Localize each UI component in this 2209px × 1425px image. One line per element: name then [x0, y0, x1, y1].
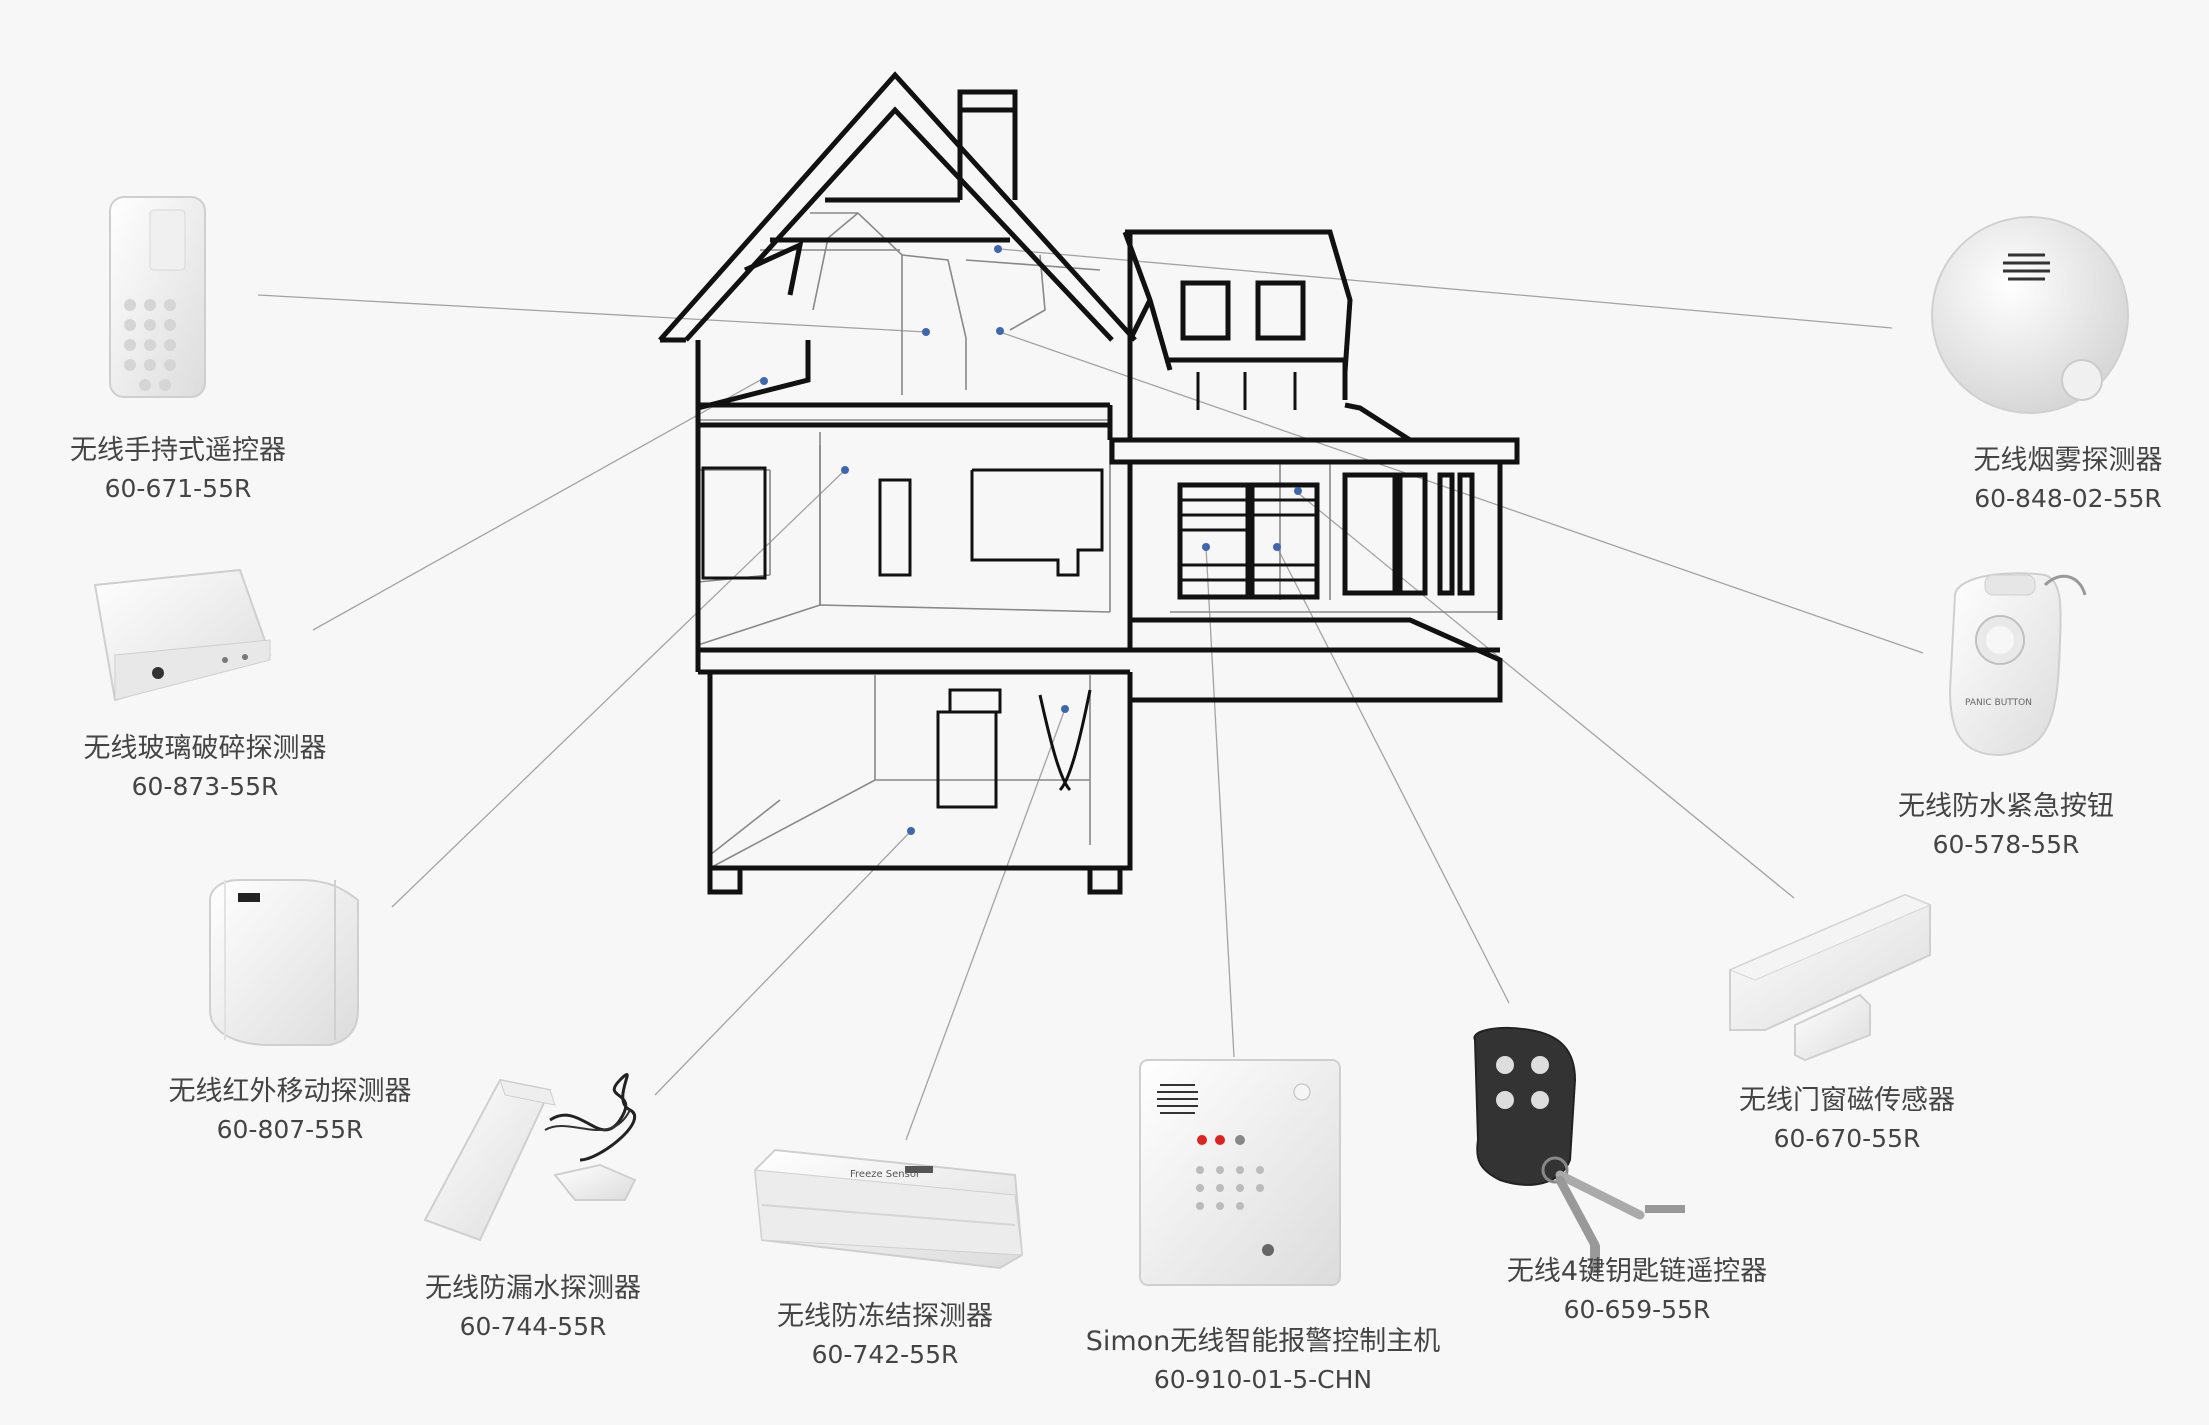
- product-code: 60-873-55R: [131, 772, 279, 801]
- product-label-water: 无线防漏水探测器 60-744-55R: [425, 1270, 641, 1346]
- leader-line-doorwindow: [1297, 492, 1795, 899]
- product-label-keyfob: 无线4键钥匙链遥控器 60-659-55R: [1507, 1253, 1767, 1329]
- product-code: 60-671-55R: [104, 474, 252, 503]
- product-name: 无线红外移动探测器: [168, 1076, 412, 1107]
- product-code: 60-744-55R: [459, 1312, 607, 1341]
- product-label-glassbreak: 无线玻璃破碎探测器 60-873-55R: [84, 730, 327, 806]
- panic-button-label-text: PANIC BUTTON: [1965, 698, 2032, 708]
- sensor-dots: [760, 245, 1302, 835]
- product-label-panic: 无线防水紧急按钮 60-578-55R: [1898, 788, 2114, 864]
- product-name: 无线防水紧急按钮: [1898, 791, 2114, 822]
- freeze-sensor-brand-text: Freeze Sensor: [850, 1169, 921, 1180]
- leader-line-keyfob: [1276, 546, 1510, 1004]
- house-cutaway: [658, 71, 1520, 895]
- product-code: 60-670-55R: [1773, 1124, 1921, 1153]
- product-code: 60-659-55R: [1563, 1295, 1711, 1324]
- leader-line-panel: [1205, 546, 1235, 1058]
- water-device-image: [423, 1073, 637, 1242]
- doorwindow-device-image: [1728, 893, 1932, 1062]
- glassbreak-device-image: [93, 568, 272, 702]
- freeze-device-image: Freeze Sensor: [753, 1148, 1024, 1270]
- leader-line-water: [654, 830, 912, 1096]
- house-interior-lines: [697, 212, 1500, 869]
- product-name: 无线手持式遥控器: [70, 435, 286, 466]
- product-name: 无线防漏水探测器: [425, 1273, 641, 1304]
- product-name: 无线4键钥匙链遥控器: [1506, 1256, 1768, 1287]
- panel-device-image: [1139, 1059, 1341, 1286]
- product-name: 无线烟雾探测器: [1973, 445, 2163, 476]
- product-name: 无线防冻结探测器: [777, 1301, 993, 1332]
- leader-line-remote: [257, 294, 927, 333]
- product-name: 无线门窗磁传感器: [1739, 1085, 1955, 1116]
- product-code: 60-848-02-55R: [1974, 484, 2162, 513]
- pir-device-image: [209, 879, 359, 1046]
- product-label-doorwindow: 无线门窗磁传感器 60-670-55R: [1739, 1082, 1955, 1158]
- product-code: 60-807-55R: [216, 1115, 364, 1144]
- product-code: 60-742-55R: [811, 1340, 959, 1369]
- product-name: 无线玻璃破碎探测器: [83, 733, 327, 764]
- house-outline: [658, 71, 1520, 895]
- leader-line-pir: [391, 469, 846, 908]
- product-label-remote: 无线手持式遥控器 60-671-55R: [70, 432, 286, 508]
- product-label-panel: Simon无线智能报警控制主机 60-910-01-5-CHN: [1086, 1323, 1441, 1399]
- leader-line-smoke: [999, 248, 1893, 329]
- keyfob-device-image: [1473, 1027, 1685, 1273]
- product-code: 60-578-55R: [1932, 830, 2080, 859]
- smoke-device-image: [1931, 216, 2129, 414]
- product-name: Simon无线智能报警控制主机: [1085, 1326, 1441, 1357]
- product-code: 60-910-01-5-CHN: [1153, 1365, 1373, 1394]
- house-details: [701, 372, 1317, 809]
- leader-line-glassbreak: [312, 377, 765, 631]
- product-label-freeze: 无线防冻结探测器 60-742-55R: [777, 1298, 993, 1374]
- panic-device-image: PANIC BUTTON: [1948, 572, 2087, 757]
- leader-line-freeze: [905, 708, 1066, 1141]
- remote-device-image: [109, 196, 206, 398]
- product-label-smoke: 无线烟雾探测器 60-848-02-55R: [1974, 442, 2163, 518]
- product-label-pir: 无线红外移动探测器 60-807-55R: [169, 1073, 412, 1149]
